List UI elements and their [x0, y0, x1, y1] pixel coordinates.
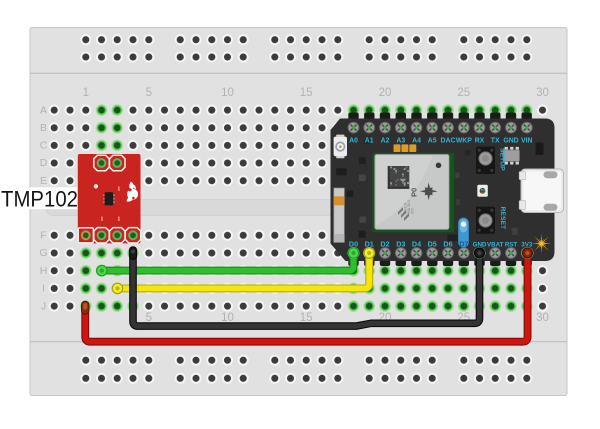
- svg-text:373: 373: [411, 208, 415, 214]
- svg-text:A3: A3: [396, 138, 405, 145]
- svg-text:E: E: [40, 175, 47, 187]
- svg-text:A: A: [40, 104, 47, 116]
- svg-text:P0: P0: [410, 188, 419, 197]
- svg-text:650104: 650104: [404, 203, 408, 214]
- svg-text:D0: D0: [349, 240, 358, 249]
- svg-text:DAC: DAC: [441, 138, 456, 145]
- svg-text:D4: D4: [412, 240, 421, 249]
- svg-text:D1: D1: [365, 240, 374, 249]
- svg-text:GND: GND: [503, 138, 518, 145]
- svg-text:I: I: [42, 283, 45, 295]
- svg-text:D7: D7: [459, 240, 468, 249]
- svg-text:A2: A2: [381, 138, 390, 145]
- svg-text:1: 1: [83, 87, 89, 99]
- svg-text:C: C: [40, 140, 48, 152]
- svg-text:G: G: [39, 247, 47, 259]
- svg-text:D3: D3: [396, 240, 405, 249]
- svg-text:WKP: WKP: [456, 138, 472, 145]
- svg-text:5: 5: [146, 312, 152, 324]
- svg-text:A4: A4: [412, 138, 421, 145]
- svg-text:B: B: [40, 122, 47, 134]
- svg-text:A0: A0: [349, 138, 358, 145]
- svg-text:3V3: 3V3: [521, 242, 533, 249]
- svg-text:D2: D2: [380, 240, 389, 249]
- svg-text:F: F: [40, 230, 46, 242]
- svg-text:20: 20: [379, 87, 392, 99]
- svg-text:GND: GND: [473, 242, 487, 249]
- svg-text:H: H: [40, 265, 48, 277]
- svg-text:99A 09-5: 99A 09-5: [407, 200, 411, 214]
- svg-text:A1: A1: [365, 138, 374, 145]
- svg-text:TMP102: TMP102: [1, 186, 78, 211]
- svg-text:25: 25: [457, 87, 470, 99]
- svg-text:15: 15: [300, 87, 313, 99]
- svg-text:J: J: [41, 300, 46, 312]
- svg-text:RESET: RESET: [499, 207, 506, 231]
- svg-text:SETUP: SETUP: [498, 148, 505, 171]
- svg-text:30: 30: [536, 312, 549, 324]
- svg-text:RX: RX: [475, 138, 485, 145]
- svg-text:10: 10: [221, 312, 234, 324]
- svg-text:D: D: [40, 157, 48, 169]
- svg-text:RST: RST: [505, 242, 518, 249]
- svg-text:TX: TX: [491, 138, 500, 145]
- svg-text:A5: A5: [428, 138, 437, 145]
- svg-text:10: 10: [221, 87, 234, 99]
- svg-text:VIN: VIN: [521, 138, 533, 145]
- svg-text:15: 15: [300, 312, 313, 324]
- svg-text:5: 5: [146, 87, 152, 99]
- svg-text:D6: D6: [443, 240, 452, 249]
- svg-text:D5: D5: [428, 240, 437, 249]
- svg-text:VBAT: VBAT: [487, 242, 504, 249]
- svg-text:30: 30: [536, 87, 549, 99]
